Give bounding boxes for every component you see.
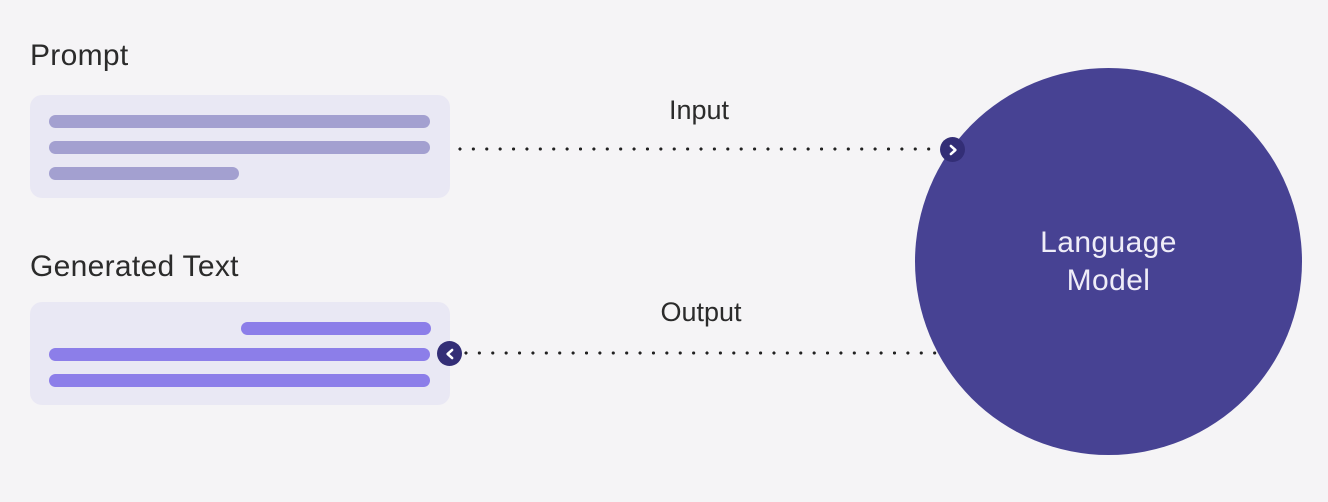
- text-line-bar: [49, 115, 430, 128]
- generated-text-panel: [30, 302, 450, 405]
- chevron-left-icon: [437, 341, 462, 366]
- chevron-right-icon: [940, 137, 965, 162]
- prompt-section-title: Prompt: [30, 39, 129, 72]
- output-flow-label: Output: [660, 297, 742, 327]
- text-line-bar: [241, 322, 431, 335]
- text-line-bar: [49, 374, 430, 387]
- language-model-circle: Language Model: [915, 68, 1302, 455]
- language-model-label: Language Model: [1040, 225, 1177, 297]
- output-dotted-connector: [464, 351, 938, 355]
- text-line-bar: [49, 141, 430, 154]
- input-dotted-connector: [458, 147, 940, 151]
- text-line-bar: [49, 348, 430, 361]
- prompt-text-panel: [30, 95, 450, 198]
- text-line-bar: [49, 167, 239, 180]
- generated-text-section-title: Generated Text: [30, 250, 239, 283]
- input-flow-label: Input: [668, 95, 730, 125]
